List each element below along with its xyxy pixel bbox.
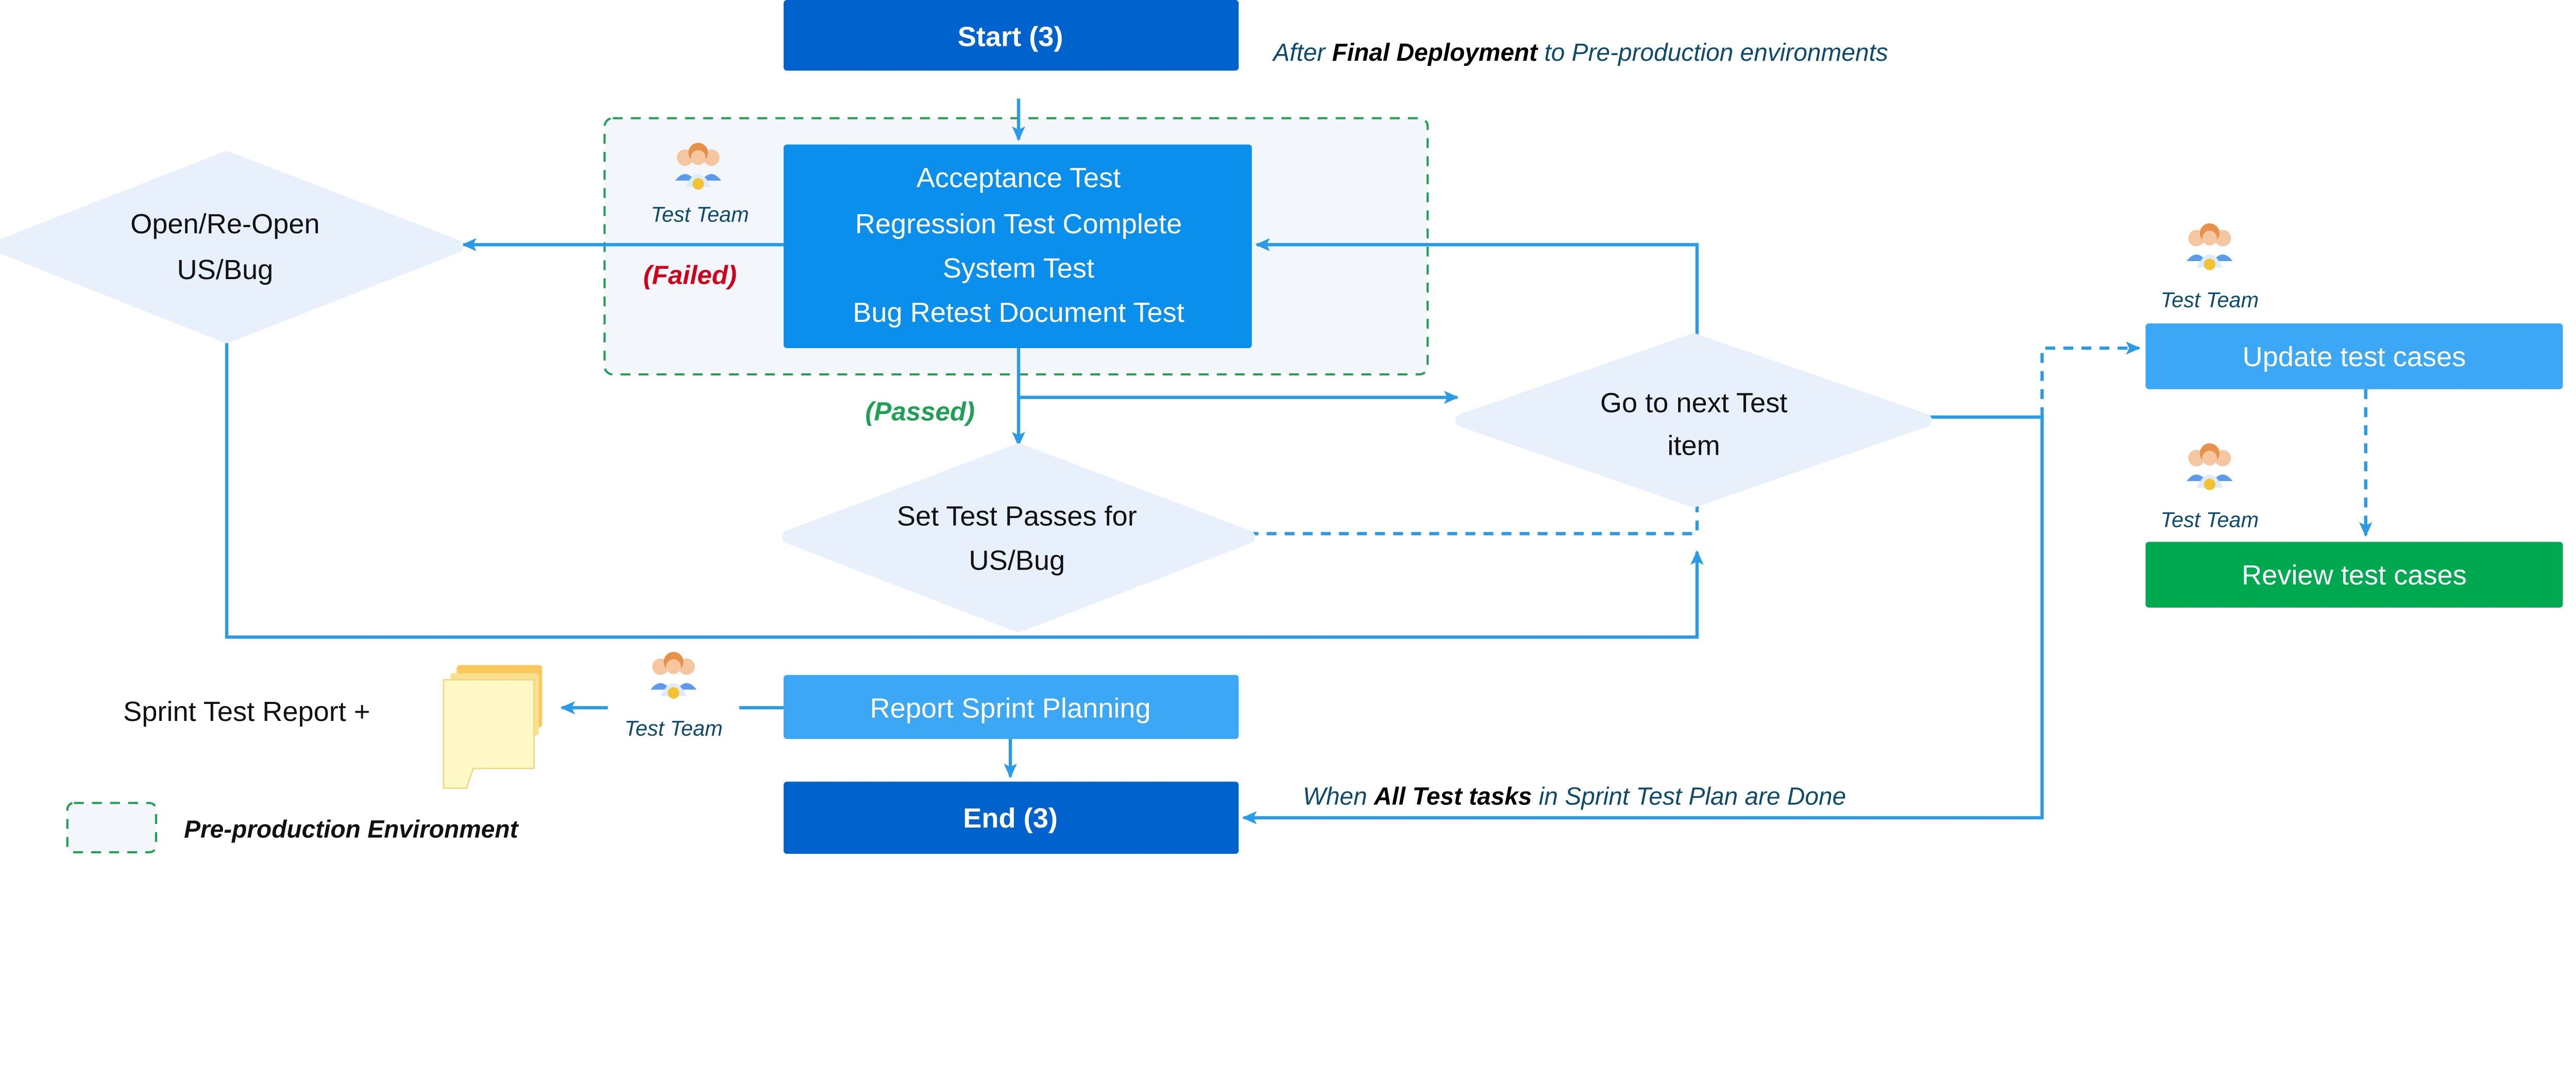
passed-label: (Passed) — [865, 397, 975, 426]
start-note: After Final Deployment to Pre-production… — [1272, 39, 1888, 66]
sprint-test-report-label: Sprint Test Report + — [123, 696, 370, 727]
update-test-cases-node[interactable]: Update test cases — [2145, 323, 2563, 389]
folder-icon — [443, 665, 543, 789]
dashed-pass-to-next — [1248, 501, 1699, 536]
review-label: Review test cases — [2242, 560, 2467, 591]
test-line: System Test — [943, 253, 1094, 284]
next-test-item-diamond[interactable]: Go to next Test item — [1455, 333, 1932, 508]
test-team-icon — [650, 651, 697, 699]
flowchart: Start (3) After Final Deployment to Pre-… — [0, 0, 2563, 854]
diamond-line: US/Bug — [969, 545, 1065, 576]
report-label: Report Sprint Planning — [870, 693, 1150, 724]
set-test-passes-diamond[interactable]: Set Test Passes for US/Bug — [782, 443, 1256, 632]
diamond-line: US/Bug — [177, 254, 273, 285]
legend-swatch — [66, 802, 158, 854]
legend-label: Pre-production Environment — [184, 816, 519, 843]
report-sprint-planning-node[interactable]: Report Sprint Planning — [784, 675, 1239, 739]
test-team-label: Test Team — [2161, 287, 2259, 312]
failed-label: (Failed) — [643, 261, 737, 290]
end-label: End (3) — [963, 803, 1058, 834]
test-team-icon — [2187, 443, 2233, 490]
diamond-line: item — [1667, 430, 1720, 461]
arrow-to-end — [1242, 415, 2044, 824]
diamond-line: Set Test Passes for — [897, 501, 1137, 531]
diamond-line: Go to next Test — [1600, 387, 1787, 418]
open-reopen-diamond[interactable]: Open/Re-Open US/Bug — [0, 151, 464, 343]
test-team-label: Test Team — [2161, 508, 2259, 532]
diamond-line: Open/Re-Open — [130, 209, 320, 239]
test-line: Regression Test Complete — [855, 209, 1182, 239]
test-team-label: Test Team — [624, 716, 722, 741]
end-note: When All Test tasks in Sprint Test Plan … — [1303, 783, 1846, 810]
review-test-cases-node[interactable]: Review test cases — [2145, 542, 2563, 608]
test-line: Bug Retest Document Test — [853, 297, 1184, 328]
start-node[interactable]: Start (3) — [784, 0, 1239, 71]
test-activities-node[interactable]: Acceptance Test Regression Test Complete… — [784, 144, 1252, 349]
arrow-reopen-to-next — [225, 336, 1704, 639]
end-node[interactable]: End (3) — [784, 781, 1239, 854]
start-label: Start (3) — [958, 21, 1063, 52]
dashed-to-update — [2040, 341, 2141, 417]
update-label: Update test cases — [2243, 341, 2466, 372]
test-team-icon — [2187, 223, 2233, 270]
test-line: Acceptance Test — [917, 163, 1121, 194]
test-team-label: Test Team — [651, 202, 749, 226]
arrow-next-to-tests — [1255, 238, 1699, 340]
